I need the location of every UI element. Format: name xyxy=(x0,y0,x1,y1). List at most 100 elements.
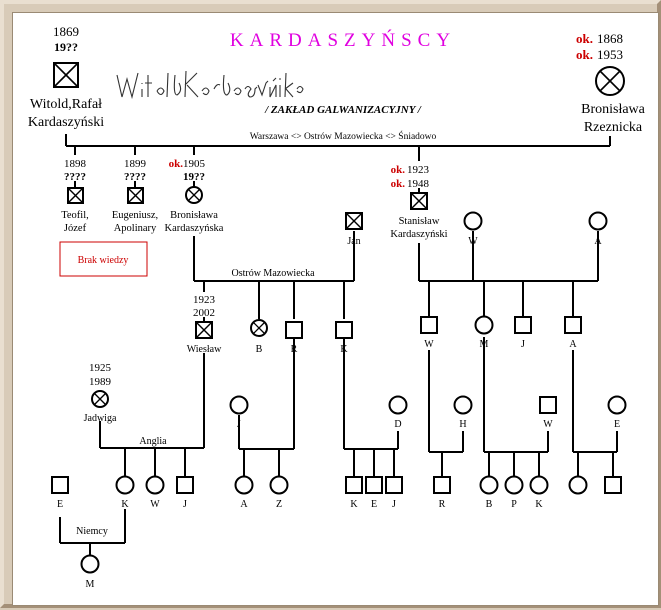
bronislawa-k-name-line2: Kardaszyńska xyxy=(165,223,224,234)
bronislawa-died-year: 1953 xyxy=(597,47,623,62)
w-name: W xyxy=(468,236,478,247)
wieslaw-male-deceased-icon xyxy=(195,321,213,339)
unnamed-female-icon xyxy=(568,475,588,495)
a2-name: A xyxy=(569,339,577,350)
a2-male-icon xyxy=(564,316,582,334)
m-female-icon xyxy=(474,315,494,335)
niemcy-branch-label: Niemcy xyxy=(76,526,108,537)
j-spouse-female-icon xyxy=(229,395,249,415)
r-gen5-name: R xyxy=(439,499,446,510)
m-child-female-icon xyxy=(80,554,100,574)
bronislawa-died-prefix: ok. xyxy=(576,47,593,62)
bronislawa-born-prefix: ok. xyxy=(576,31,593,46)
witold-died-year: 19?? xyxy=(54,40,78,54)
e-husband-male-icon xyxy=(51,476,69,494)
b-name: B xyxy=(256,344,263,355)
k-male-icon xyxy=(335,321,353,339)
bronislawa-k-died-year: 19?? xyxy=(183,171,205,183)
z-gen5-name: Z xyxy=(276,499,282,510)
k2-gen5-male-icon xyxy=(345,476,363,494)
bronislawa-female-deceased-icon xyxy=(595,66,625,96)
bronislawa-k-born-year: 1905 xyxy=(183,158,206,170)
eugeniusz-name-line1: Eugeniusz, xyxy=(112,210,158,221)
a-gen5-female-icon xyxy=(234,475,254,495)
witold-male-deceased-icon xyxy=(53,62,79,88)
w-female-icon xyxy=(463,211,483,231)
b-gen5-name: B xyxy=(486,499,493,510)
eugeniusz-born-year: 1899 xyxy=(124,158,147,170)
j2-gen5-name: J xyxy=(392,499,396,510)
z-gen5-female-icon xyxy=(269,475,289,495)
wieslaw-died-year: 2002 xyxy=(193,307,215,319)
stanislaw-born-year: 1923 xyxy=(407,164,430,176)
j-spouse-name: J xyxy=(237,419,241,430)
stanislaw-name-line2: Kardaszyński xyxy=(390,229,447,240)
e2-gen5-name: E xyxy=(371,499,377,510)
stanislaw-name-line1: Stanisław xyxy=(399,216,440,227)
k3-gen5-female-icon xyxy=(529,475,549,495)
eugeniusz-died-year: ???? xyxy=(124,171,146,183)
jan-male-deceased-icon xyxy=(345,212,363,230)
w-spouse-name: W xyxy=(543,419,553,430)
anglia-branch-label: Anglia xyxy=(139,436,167,447)
family-tree-diagram: KARDASZYŃSCY / ZAKŁAD GALWANIZACYJNY / W… xyxy=(28,24,646,590)
witold-born-year: 1869 xyxy=(53,24,79,39)
no-knowledge-box xyxy=(59,241,148,277)
stanislaw-male-deceased-icon xyxy=(410,192,428,210)
teofil-name-line2: Józef xyxy=(64,223,87,234)
bronislawa-born-year: 1868 xyxy=(597,31,623,46)
teofil-died-year: ???? xyxy=(64,171,86,183)
k3-gen5-name: K xyxy=(535,499,543,510)
bronislawa-k-born-prefix: ok. xyxy=(169,158,184,170)
p-gen5-name: P xyxy=(511,499,517,510)
w-gen5-name: W xyxy=(150,499,160,510)
b-gen5-female-icon xyxy=(479,475,499,495)
page-title: KARDASZYŃSCY xyxy=(230,29,456,51)
w-gen5-female-icon xyxy=(145,475,165,495)
d-spouse-female-icon xyxy=(388,395,408,415)
ostrow-branch-label: Ostrów Mazowiecka xyxy=(231,268,315,279)
w2-name: W xyxy=(424,339,434,350)
bronislawa-name-line2: Rzeznicka xyxy=(584,120,643,135)
jadwiga-born-year: 1925 xyxy=(89,362,112,374)
witold-name-line2: Kardaszyński xyxy=(28,115,104,130)
wieslaw-born-year: 1923 xyxy=(193,294,216,306)
k-gen5-name: K xyxy=(121,499,129,510)
teofil-male-deceased-icon xyxy=(67,187,84,204)
business-subtitle: / ZAKŁAD GALWANIZACYJNY / xyxy=(264,104,422,116)
stanislaw-died-year: 1948 xyxy=(407,178,430,190)
k-name: K xyxy=(340,344,348,355)
no-knowledge-label: Brak wiedzy xyxy=(78,255,129,266)
bronislawa-k-female-deceased-icon xyxy=(185,186,203,204)
k2-gen5-name: K xyxy=(350,499,358,510)
a-gen5-name: A xyxy=(240,499,248,510)
e-spouse-female-icon xyxy=(607,395,627,415)
d-spouse-name: D xyxy=(394,419,401,430)
eugeniusz-male-deceased-icon xyxy=(127,187,144,204)
b-female-deceased-icon xyxy=(250,319,268,337)
w-spouse-male-icon xyxy=(539,396,557,414)
signature-image xyxy=(116,70,304,100)
e2-gen5-male-icon xyxy=(365,476,383,494)
j-gen5-male-icon xyxy=(176,476,194,494)
jan-name: Jan xyxy=(347,236,360,247)
w2-male-icon xyxy=(420,316,438,334)
connector-lines xyxy=(59,134,618,555)
p-gen5-female-icon xyxy=(504,475,524,495)
unnamed-male-icon xyxy=(604,476,622,494)
k-female-icon xyxy=(115,475,135,495)
r-male-icon xyxy=(285,321,303,339)
h-spouse-name: H xyxy=(459,419,466,430)
j2-gen5-male-icon xyxy=(385,476,403,494)
e-husband-name: E xyxy=(57,499,63,510)
m-name: M xyxy=(480,339,489,350)
jadwiga-name: Jadwiga xyxy=(84,413,117,424)
a-name: A xyxy=(594,236,602,247)
eugeniusz-name-line2: Apolinary xyxy=(114,223,157,234)
h-spouse-female-icon xyxy=(453,395,473,415)
a-female-icon xyxy=(588,211,608,231)
m-child-name: M xyxy=(86,579,95,590)
j-gen5-name: J xyxy=(183,499,187,510)
j-name: J xyxy=(521,339,525,350)
